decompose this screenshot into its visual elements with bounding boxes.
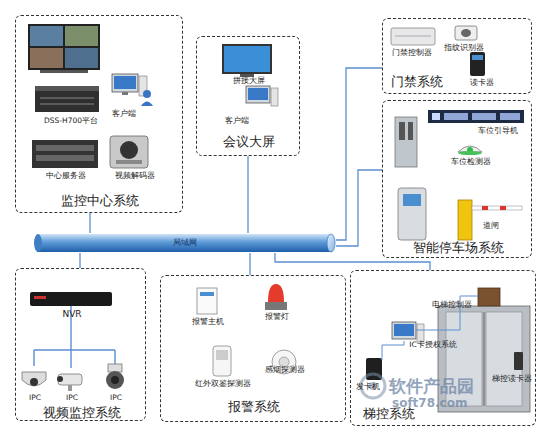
watermark-text: soft78.com [392,396,467,410]
network-link [247,156,248,233]
device-label: IPC [20,394,50,403]
system-heading: 报警系统 [161,400,347,414]
system-group: 客户端DSS-H700平台中心服务器 视频解码器监控中心系统 [15,15,183,213]
device-label: 道闸 [476,222,506,231]
server-icon [35,86,99,112]
pc-icon [246,86,278,106]
card-reader [470,52,485,76]
guidance-panel [395,117,417,167]
system-group: 拼接大屏客户端会议大屏 [196,36,300,156]
alarm-light [265,284,287,310]
device-label: 车位检测器 [451,158,491,167]
pipe-end [327,234,335,252]
decoder-icon [110,136,148,168]
barrier-gate [458,200,522,240]
pipe-end [34,234,42,252]
server-icon [32,140,98,168]
device-label: IPC [57,394,87,403]
device-label: 感烟探测器 [265,366,305,375]
system-group: 车位引导机车位检测器道闸智能停车场系统 [382,100,532,258]
system-heading: 会议大屏 [197,135,301,149]
network-link [79,253,80,268]
alarm-host [197,288,217,314]
fingerprint-reader [455,26,477,40]
device-label: 门禁控制器 [389,49,434,58]
parking-detector [458,146,482,155]
system-heading: 智能停车场系统 [383,241,533,255]
pc-icon [112,74,153,106]
device-label: 指纹识别器 [444,44,484,53]
network-link [89,213,90,233]
device-label: 中心服务器 [36,172,96,181]
device-label: 客户端 [104,110,144,119]
system-heading: 视频监控系统 [16,406,147,420]
pir-detector [213,346,231,376]
network-label: 局域网 [33,238,336,247]
network-link [249,253,250,275]
wire [34,306,115,368]
watermark-text: 软件产品园 [389,375,474,398]
device-label: NVR [52,309,92,319]
device-label: 视频解码器 [110,172,160,181]
device-label: 梯控读卡器 [489,375,534,384]
system-group: 报警主机 报警灯红外双鉴探测器感烟探测器报警系统 [160,275,346,422]
led-guidance [428,110,524,123]
nvr-device [30,292,112,306]
device-label: DSS-H700平台 [41,117,101,126]
device-label: 拼接大屏 [221,77,277,86]
device-label: 报警主机 [188,318,228,327]
device-label: IPC [101,394,131,403]
device-label: 读卡器 [467,79,497,88]
lift-card-reader [514,352,523,370]
system-heading: 门禁系统 [387,75,447,89]
network-link [336,68,382,240]
video-wall [28,24,100,73]
network-link [336,170,382,246]
system-group: 门禁控制器 指纹识别器读卡器 门禁系统 [382,18,532,94]
door-controller [391,28,435,45]
lift-controller [478,288,500,306]
device-label: 报警灯 [262,313,292,322]
ticket-machine [398,188,426,240]
system-group: NVR IPC IPC IPC 视频监控系统 [15,268,146,421]
device-label: IC卡授权系统 [403,341,463,350]
camera-icon [22,364,124,391]
pc-icon [392,322,424,342]
wire [382,296,478,360]
system-heading: 监控中心系统 [16,194,184,208]
display-screen [222,44,272,77]
device-label: 红外双鉴探测器 [183,380,263,389]
device-label: 车位引导机 [473,127,523,136]
device-label: 电梯控制器 [427,301,477,310]
device-label: 客户端 [217,117,257,126]
network-link [275,253,430,270]
device-label: 发卡机 [353,383,383,392]
network-band: 局域网 [33,233,336,253]
